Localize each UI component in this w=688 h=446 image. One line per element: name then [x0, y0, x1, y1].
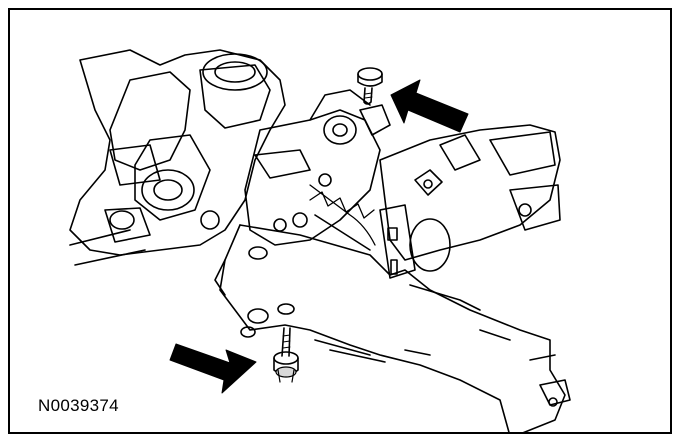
- steering-column-illustration: [69, 49, 571, 432]
- upper-bolt: [357, 67, 383, 105]
- upper-bolt-arrow: [390, 79, 469, 133]
- lower-bolt: [273, 327, 299, 383]
- column-upper-housing: [69, 49, 286, 266]
- figure-id-label: N0039374: [38, 396, 119, 415]
- figure-frame: N0039374: [8, 8, 672, 434]
- tilt-mechanism: [244, 89, 391, 251]
- mounting-bracket: [214, 204, 571, 432]
- column-tube-right: [379, 124, 561, 272]
- lower-bolt-arrow: [169, 343, 257, 394]
